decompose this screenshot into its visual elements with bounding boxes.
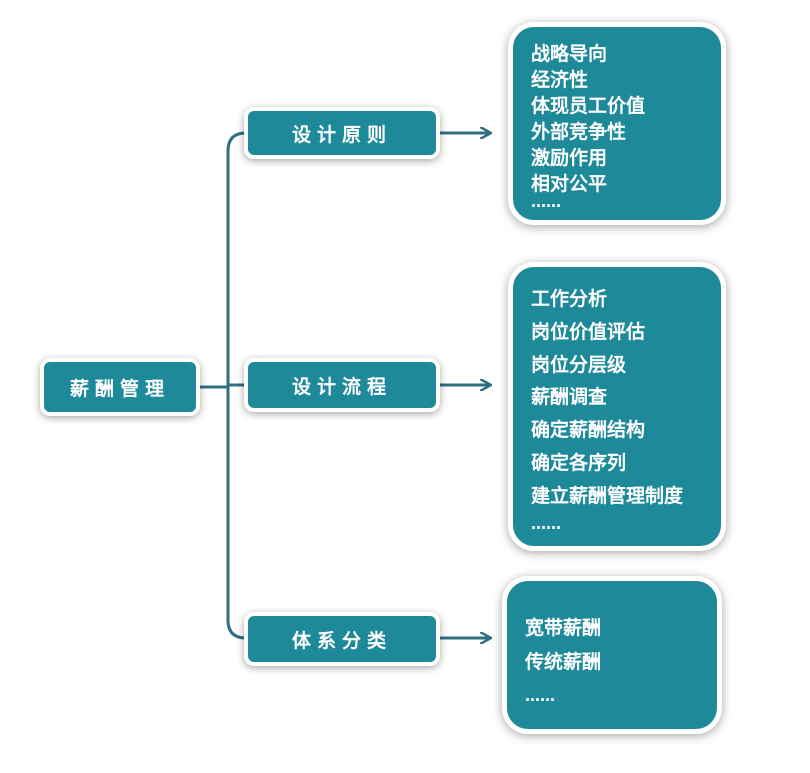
root-label: 薪酬管理 [69, 377, 170, 400]
branch-label: 体系分类 [291, 629, 392, 652]
detail-item: 岗位价值评估 [531, 321, 646, 343]
detail-item: 体现员工价值 [531, 95, 646, 117]
detail-item: 传统薪酬 [525, 651, 602, 673]
detail-box-classification: 宽带薪酬 传统薪酬 …… [502, 576, 722, 734]
branch-label: 设计流程 [291, 375, 392, 398]
detail-item: 岗位分层级 [531, 354, 627, 376]
detail-item: 工作分析 [531, 288, 608, 310]
detail-item: 建立薪酬管理制度 [531, 485, 684, 507]
detail-item: 薪酬调查 [531, 386, 608, 408]
detail-item: 相对公平 [531, 173, 608, 195]
branch-label: 设计原则 [291, 123, 392, 146]
detail-item: …… [531, 515, 561, 533]
branch-node-process: 设计流程 [244, 358, 440, 412]
detail-item: 战略导向 [531, 43, 608, 65]
detail-item: 外部竞争性 [531, 121, 627, 143]
detail-item: …… [525, 687, 555, 705]
branch-node-classification: 体系分类 [244, 612, 440, 666]
detail-item: 经济性 [531, 69, 589, 91]
detail-box-principles: 战略导向 经济性 体现员工价值 外部竞争性 激励作用 相对公平 …… [508, 22, 726, 225]
branch-node-principles: 设计原则 [244, 107, 440, 159]
detail-item: 确定各序列 [531, 452, 627, 474]
root-node: 薪酬管理 [40, 358, 200, 416]
detail-box-process: 工作分析 岗位价值评估 岗位分层级 薪酬调查 确定薪酬结构 确定各序列 建立薪酬… [508, 262, 726, 551]
detail-item: 宽带薪酬 [525, 617, 602, 639]
detail-item: 激励作用 [531, 147, 608, 169]
detail-item: 确定薪酬结构 [531, 419, 646, 441]
detail-item: …… [531, 193, 561, 211]
